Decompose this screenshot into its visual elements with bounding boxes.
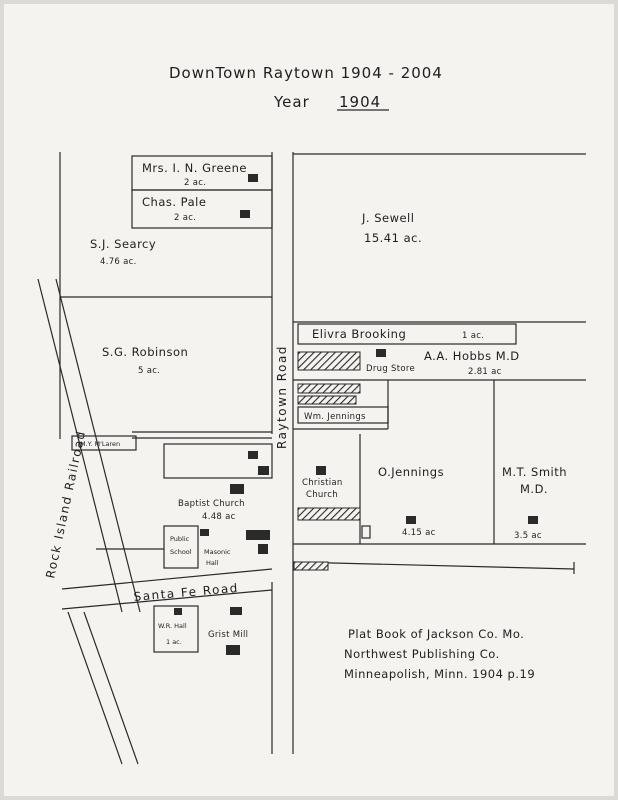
smith-area: 3.5 ac [514, 531, 542, 541]
o-jennings-area: 4.15 ac [402, 528, 436, 538]
drug-store-building [297, 351, 361, 371]
railroad-line-3 [67, 611, 123, 765]
map-title: DownTown Raytown 1904 - 2004 [169, 64, 443, 82]
santa-fe-hatch [293, 561, 329, 571]
railroad-line-4 [83, 611, 139, 765]
railroad-line-1 [37, 278, 123, 613]
smith-title: M.D. [520, 482, 548, 496]
drug-store-label: Drug Store [366, 364, 415, 374]
pale-lot [131, 189, 273, 229]
wm-jennings-name: Wm. Jennings [304, 412, 366, 422]
wr-hall-area: 1 ac. [166, 638, 182, 646]
church-small-bldg [361, 525, 371, 539]
plat-map: DownTown Raytown 1904 - 2004 Year 1904 M… [37, 64, 586, 765]
christian-church-line2: Church [306, 490, 338, 500]
small-lot [71, 435, 137, 451]
greene-area: 2 ac. [184, 178, 206, 188]
o-jennings-name: O.Jennings [378, 465, 444, 479]
hatch-building-2 [297, 395, 357, 405]
greene-building [248, 174, 258, 182]
baptist-church-building [230, 484, 244, 494]
baptist-upper-lot [163, 443, 273, 479]
hobbs-area: 2.81 ac [468, 367, 502, 377]
upper-building-2 [258, 466, 269, 475]
pale-area: 2 ac. [174, 213, 196, 223]
christian-church-line1: Christian [302, 478, 343, 488]
santa-fe-east-north [292, 561, 575, 570]
santa-fe-north-edge [61, 568, 273, 590]
wr-hall-building [174, 608, 182, 615]
church-hatch [297, 507, 361, 521]
brooking-area: 1 ac. [462, 331, 484, 341]
smith-name: M.T. Smith [502, 465, 567, 479]
small-lot-name: M.Y. M'Laren [80, 440, 120, 448]
sewell-name: J. Sewell [361, 211, 414, 225]
baptist-church-name: Baptist Church [178, 499, 245, 509]
source-line2: Northwest Publishing Co. [344, 647, 500, 661]
baptist-building-2 [246, 530, 270, 540]
wr-hall-lot [153, 605, 199, 653]
grist-mill-name: Grist Mill [208, 630, 248, 640]
mill-building-1 [230, 607, 242, 615]
railroad-label: Rock Island Railroad [43, 429, 88, 580]
pale-name: Chas. Pale [142, 195, 206, 209]
public-school-line2: School [170, 548, 192, 556]
santa-fe-label: Santa Fe Road [133, 581, 239, 604]
railroad-line-2 [55, 278, 141, 613]
source-line3: Minneapolish, Minn. 1904 p.19 [344, 667, 535, 681]
raytown-road-label: Raytown Road [275, 345, 289, 449]
robinson-area: 5 ac. [138, 366, 160, 376]
greene-name: Mrs. I. N. Greene [142, 161, 247, 175]
hobbs-building [376, 349, 386, 357]
robinson-name: S.G. Robinson [102, 345, 188, 359]
christian-church-building [316, 466, 326, 475]
year-label: Year [273, 93, 310, 111]
map-sheet: DownTown Raytown 1904 - 2004 Year 1904 M… [4, 4, 614, 796]
hobbs-name: A.A. Hobbs M.D [424, 349, 520, 363]
year-value: 1904 [339, 93, 381, 111]
masonic-hall-line1: Masonic [204, 548, 231, 556]
brooking-name: Elivra Brooking [312, 327, 406, 341]
wr-hall-name: W.R. Hall [158, 622, 187, 630]
searcy-area: 4.76 ac. [100, 257, 137, 267]
smith-building [528, 516, 538, 524]
masonic-building-2 [258, 544, 268, 554]
public-school-lot [163, 525, 199, 569]
source-line1: Plat Book of Jackson Co. Mo. [348, 627, 524, 641]
hatch-building-1 [297, 383, 361, 394]
masonic-building [200, 529, 209, 536]
sewell-area: 15.41 ac. [364, 231, 422, 245]
masonic-hall-line2: Hall [206, 559, 219, 567]
o-jennings-building [406, 516, 416, 524]
baptist-church-area: 4.48 ac [202, 512, 236, 522]
grist-mill-building [226, 645, 240, 655]
upper-building [248, 451, 258, 459]
santa-fe-south-edge [61, 589, 273, 610]
public-school-line1: Public [170, 535, 190, 543]
brooking-lot [297, 323, 517, 345]
pale-building [240, 210, 250, 218]
searcy-name: S.J. Searcy [90, 237, 156, 251]
